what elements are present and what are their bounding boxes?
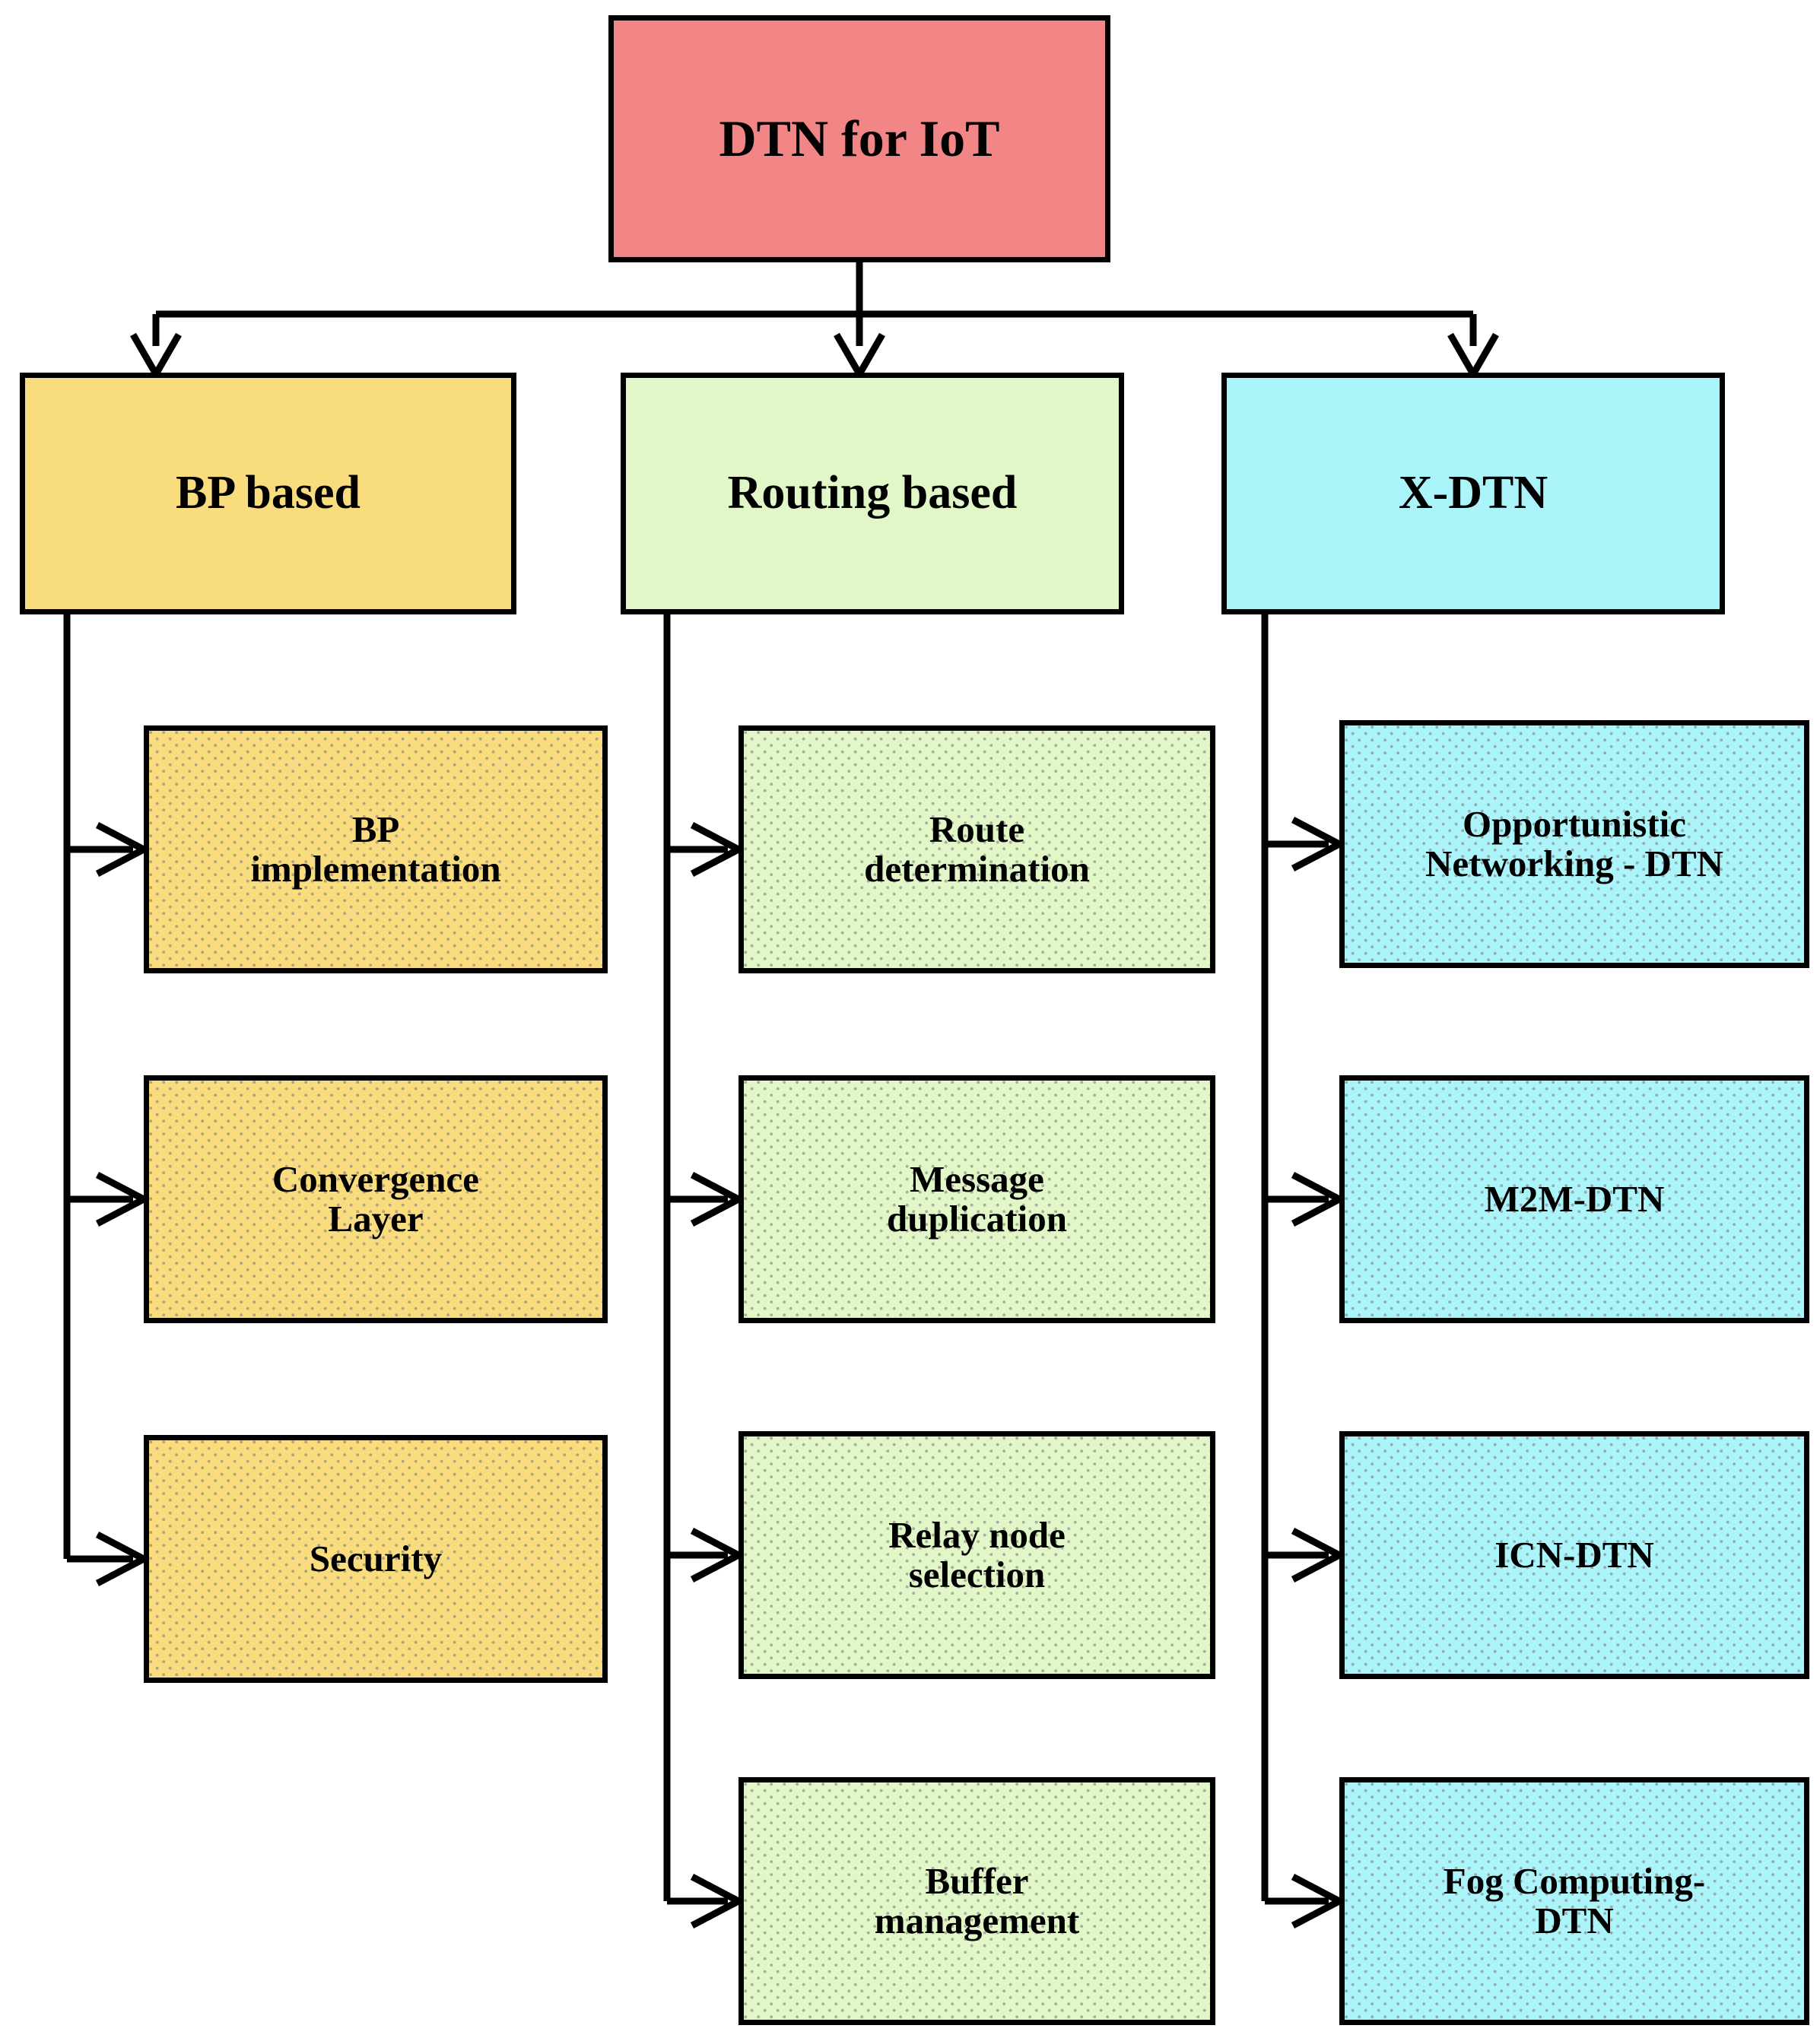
arrowhead-routing-4 <box>690 1874 746 1928</box>
node-x-dtn[interactable]: X-DTN <box>1221 373 1725 614</box>
node-fog-computing-dtn[interactable]: Fog Computing- DTN <box>1339 1777 1809 2025</box>
node-m2m-dtn-label: M2M-DTN <box>1484 1178 1665 1221</box>
node-opportunistic-networking-dtn-label: Opportunistic Networking - DTN <box>1425 803 1723 884</box>
arrowhead-xdtn-2 <box>1291 1172 1347 1227</box>
node-icn-dtn[interactable]: ICN-DTN <box>1339 1431 1809 1679</box>
node-route-determination-label: Route determination <box>864 808 1090 890</box>
node-relay-node-selection[interactable]: Relay node selection <box>738 1431 1215 1679</box>
arrowhead-routing-3 <box>690 1528 746 1582</box>
node-message-duplication-label: Message duplication <box>887 1158 1067 1240</box>
arrowhead-routing <box>834 332 885 382</box>
node-convergence-layer-label: Convergence Layer <box>272 1158 480 1240</box>
arrowhead-xdtn <box>1447 332 1499 382</box>
node-bp-based-label: BP based <box>176 467 361 519</box>
node-convergence-layer[interactable]: Convergence Layer <box>144 1075 608 1323</box>
node-bp-implementation[interactable]: BP implementation <box>144 725 608 973</box>
node-security-label: Security <box>309 1538 443 1580</box>
node-route-determination[interactable]: Route determination <box>738 725 1215 973</box>
node-m2m-dtn[interactable]: M2M-DTN <box>1339 1075 1809 1323</box>
node-bp-implementation-label: BP implementation <box>250 808 501 890</box>
node-security[interactable]: Security <box>144 1435 608 1683</box>
arrowhead-bp-3 <box>95 1532 151 1586</box>
node-message-duplication[interactable]: Message duplication <box>738 1075 1215 1323</box>
node-bp-based[interactable]: BP based <box>20 373 516 614</box>
arrowhead-bp-2 <box>95 1172 151 1227</box>
node-icn-dtn-label: ICN-DTN <box>1494 1534 1654 1576</box>
arrowhead-bp <box>130 332 182 382</box>
arrowhead-bp-1 <box>95 822 151 877</box>
arrowhead-routing-1 <box>690 822 746 877</box>
node-buffer-management-label: Buffer management <box>874 1860 1080 1941</box>
node-routing-based[interactable]: Routing based <box>621 373 1124 614</box>
arrowhead-routing-2 <box>690 1172 746 1227</box>
node-root-label: DTN for IoT <box>719 110 1000 168</box>
node-opportunistic-networking-dtn[interactable]: Opportunistic Networking - DTN <box>1339 720 1809 968</box>
node-root-dtn-for-iot[interactable]: DTN for IoT <box>608 15 1110 262</box>
node-x-dtn-label: X-DTN <box>1398 467 1548 519</box>
arrowhead-xdtn-1 <box>1291 817 1347 871</box>
node-relay-node-selection-label: Relay node selection <box>888 1514 1066 1595</box>
arrowhead-xdtn-4 <box>1291 1874 1347 1928</box>
node-buffer-management[interactable]: Buffer management <box>738 1777 1215 2025</box>
arrowhead-xdtn-3 <box>1291 1528 1347 1582</box>
node-routing-based-label: Routing based <box>727 467 1018 519</box>
node-fog-computing-dtn-label: Fog Computing- DTN <box>1443 1860 1706 1941</box>
